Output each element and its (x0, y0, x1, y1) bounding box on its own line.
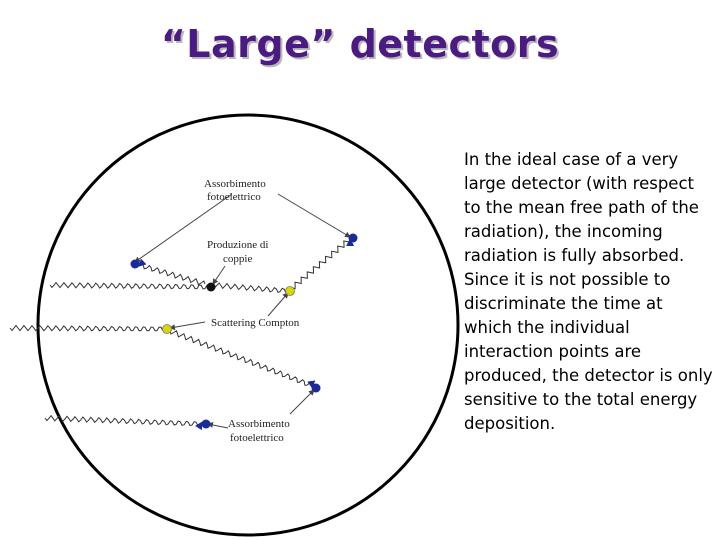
label-photoelectric-bottom-2: fotoelettrico (230, 432, 284, 444)
absorption-point (311, 383, 321, 393)
description-text: In the ideal case of a very large detect… (464, 148, 714, 436)
pointer-compton-right (267, 292, 289, 317)
photon-track (49, 281, 209, 290)
photon-track (137, 258, 206, 286)
label-photoelectric-top-1: Assorbimento (204, 178, 266, 190)
pointer-pair-production (212, 265, 226, 285)
photon-track (9, 324, 165, 332)
pair-production-point (206, 282, 216, 292)
label-photoelectric-top-2: fotoelettrico (207, 191, 261, 203)
label-pointers (134, 193, 351, 429)
pointer-compton-left (169, 321, 206, 331)
label-compton: Scattering Compton (211, 317, 300, 329)
pointer-photoelectric-top-left (134, 193, 233, 263)
photon-track (291, 238, 355, 290)
description-paragraph-1: In the ideal case of a very large detect… (464, 150, 699, 265)
photon-track (212, 282, 289, 294)
label-pair-production-2: coppie (223, 253, 252, 265)
description-paragraph-2: Since it is not possible to discriminate… (464, 270, 713, 433)
pointer-photoelectric-bottom-left (207, 422, 229, 429)
photon-tracks (9, 238, 355, 431)
compton-scatter-point (162, 324, 172, 334)
detector-diagram: Assorbimento fotoelettrico Produzione di… (9, 113, 460, 537)
label-photoelectric-bottom-1: Assorbimento (228, 418, 290, 430)
pointer-photoelectric-bottom-right (289, 389, 315, 415)
detector-volume (36, 113, 460, 537)
interaction-points (130, 233, 358, 429)
compton-scatter-point (285, 286, 295, 296)
absorption-point (348, 233, 358, 243)
absorption-point (130, 259, 140, 269)
slide-title: “Large” detectors (160, 22, 560, 66)
absorption-point (201, 419, 211, 429)
label-pair-production-1: Produzione di (207, 239, 268, 251)
photon-track (169, 330, 316, 389)
photon-track (44, 414, 203, 431)
pointer-photoelectric-top-right (277, 193, 351, 238)
